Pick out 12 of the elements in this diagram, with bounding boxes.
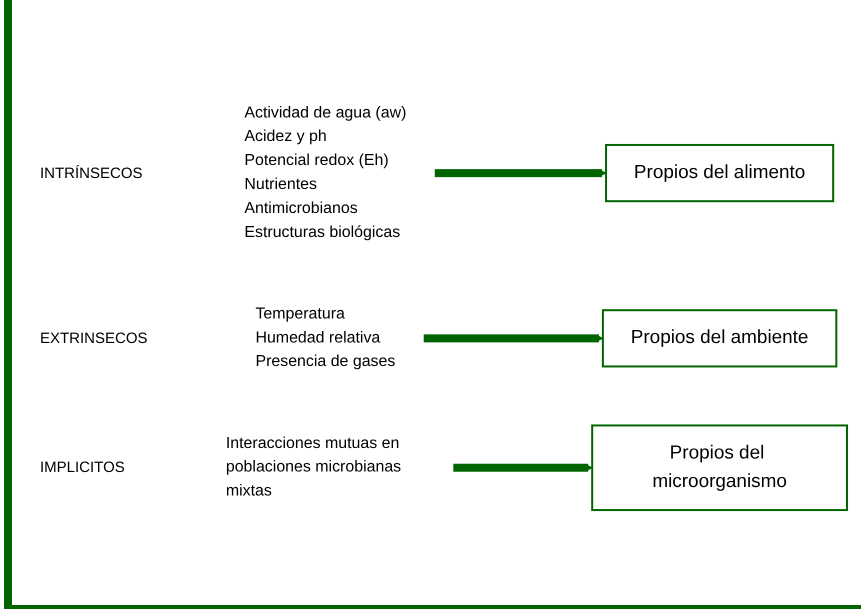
category-label: INTRÍNSECOS (40, 164, 143, 182)
node-box: Propios del alimento (605, 144, 834, 202)
node-box: Propios del ambiente (602, 309, 838, 368)
arrow (434, 168, 606, 178)
category-label: IMPLICITOS (40, 459, 125, 476)
arrow (423, 334, 604, 343)
node-text: Actividad de agua (aw) Acidez y ph Potencial redox (Eh) Nutrientes Antimicrobianos Estructuras biológicas (244, 104, 406, 241)
category-label: EXTRINSECOS (40, 330, 148, 347)
node-box: Propios del microorganismo (591, 424, 848, 512)
arrow (452, 463, 593, 472)
node-text: Interacciones mutuas en poblaciones microbianas mixtas (226, 434, 402, 500)
node-text: Temperatura Humedad relativa Presencia de gases (255, 305, 396, 370)
